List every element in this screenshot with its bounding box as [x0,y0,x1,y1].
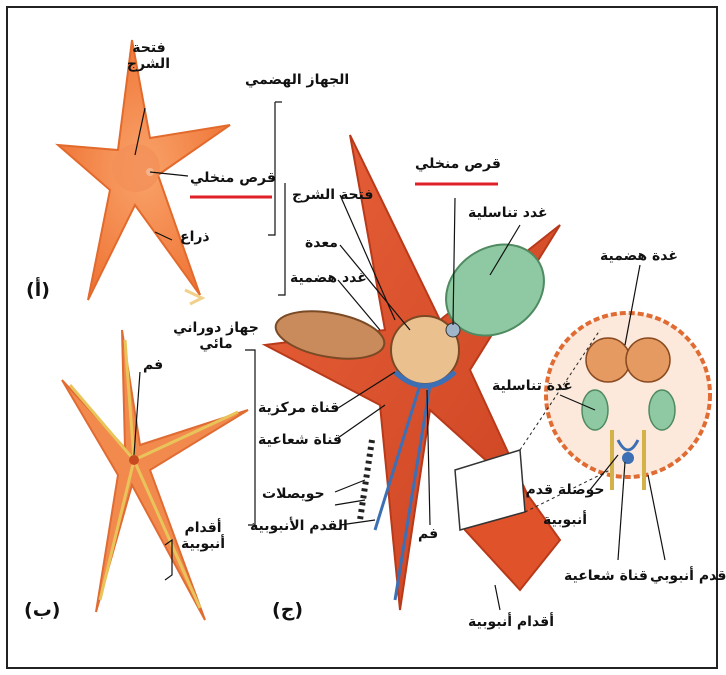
label-mouth-c: فم [418,526,438,542]
label-water-vascular-line1: جهاز دوراني [168,320,264,336]
panel-label-a: (أ) [26,280,50,302]
label-radial-canal-c: قناة شعاعية [258,432,342,448]
arm-cross-section [546,313,710,490]
label-anus-a: فتحة الشرج [128,40,170,72]
label-ampulla-x: حوصلة قدم أنبوبية [520,482,610,528]
label-central-disc-a: قرص منخلي [190,170,276,186]
label-tube-foot-x: قدم أنبوبي [650,568,726,584]
label-tube-feet-c: أقدام أنبوبية [468,614,554,630]
panel-label-b: (ب) [24,600,60,622]
starfish-bottom-view [62,330,248,620]
label-tube-feet-b-line1: أقدام [172,520,234,536]
label-mouth-b: فم [143,357,163,373]
label-digestive-glands: غدد هضمية [290,270,367,286]
label-tube-feet-b-line2: أنبوبية [172,536,234,552]
panel-label-c: (ج) [272,600,303,622]
label-gonads: غدد تناسلية [468,205,548,221]
label-sieve-plate-c: قرص منخلي [415,156,501,172]
label-ampulla-x-line1: حوصلة قدم [520,482,610,498]
label-anus-c: فتحة الشرج [292,187,373,203]
label-ring-canal: قناة مركزية [258,400,339,416]
label-gonad-x: غدة تناسلية [492,378,573,394]
label-ampullae: حويصلات [262,486,325,502]
label-anus-a-line1: فتحة [128,40,170,56]
label-stomach: معدة [305,235,338,251]
label-digestive-gland-x: غدة هضمية [600,248,678,264]
label-water-vascular: جهاز دوراني مائي [168,320,264,352]
label-water-vascular-line2: مائي [168,336,264,352]
label-anus-a-line2: الشرج [128,56,170,72]
label-ampulla-x-line2: أنبوبية [520,512,610,528]
label-radial-canal-x: قناة شعاعية [564,568,648,584]
label-digestive-system: الجهاز الهضمي [245,72,349,88]
label-tube-feet-b: أقدام أنبوبية [172,520,234,552]
label-arm: ذراع [180,229,210,245]
label-tube-feet-inner: القدم الأنبوبية [250,518,348,534]
